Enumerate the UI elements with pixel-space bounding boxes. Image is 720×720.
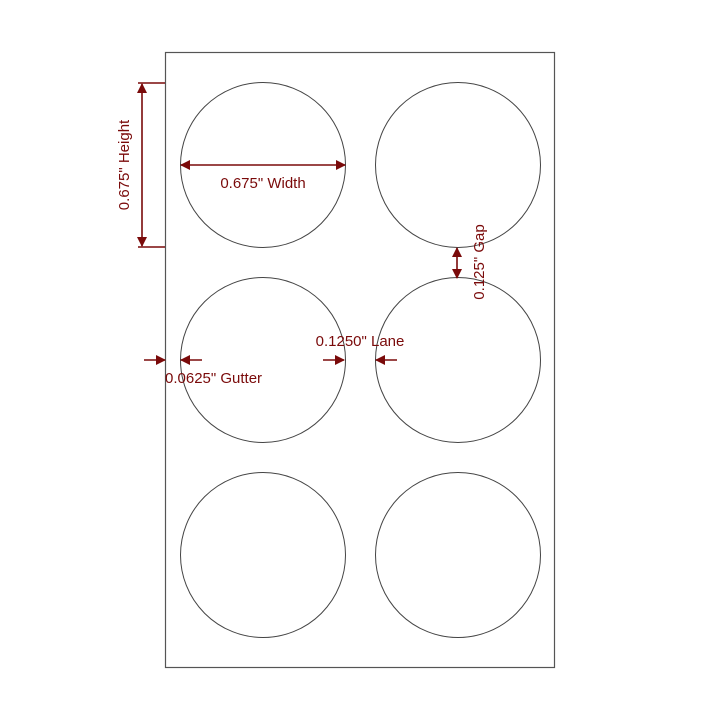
- sheet-outline: [164, 51, 556, 669]
- label-circle-r3c2: [375, 472, 541, 638]
- height-dimension: [137, 82, 165, 248]
- gap-label: 0.125" Gap: [471, 224, 488, 299]
- height-label: 0.675" Height: [116, 119, 133, 210]
- gutter-label: 0.0625" Gutter: [165, 370, 262, 387]
- lane-label: 0.1250" Lane: [316, 333, 405, 350]
- label-circle-r3c1: [180, 472, 346, 638]
- width-label: 0.675" Width: [220, 175, 305, 192]
